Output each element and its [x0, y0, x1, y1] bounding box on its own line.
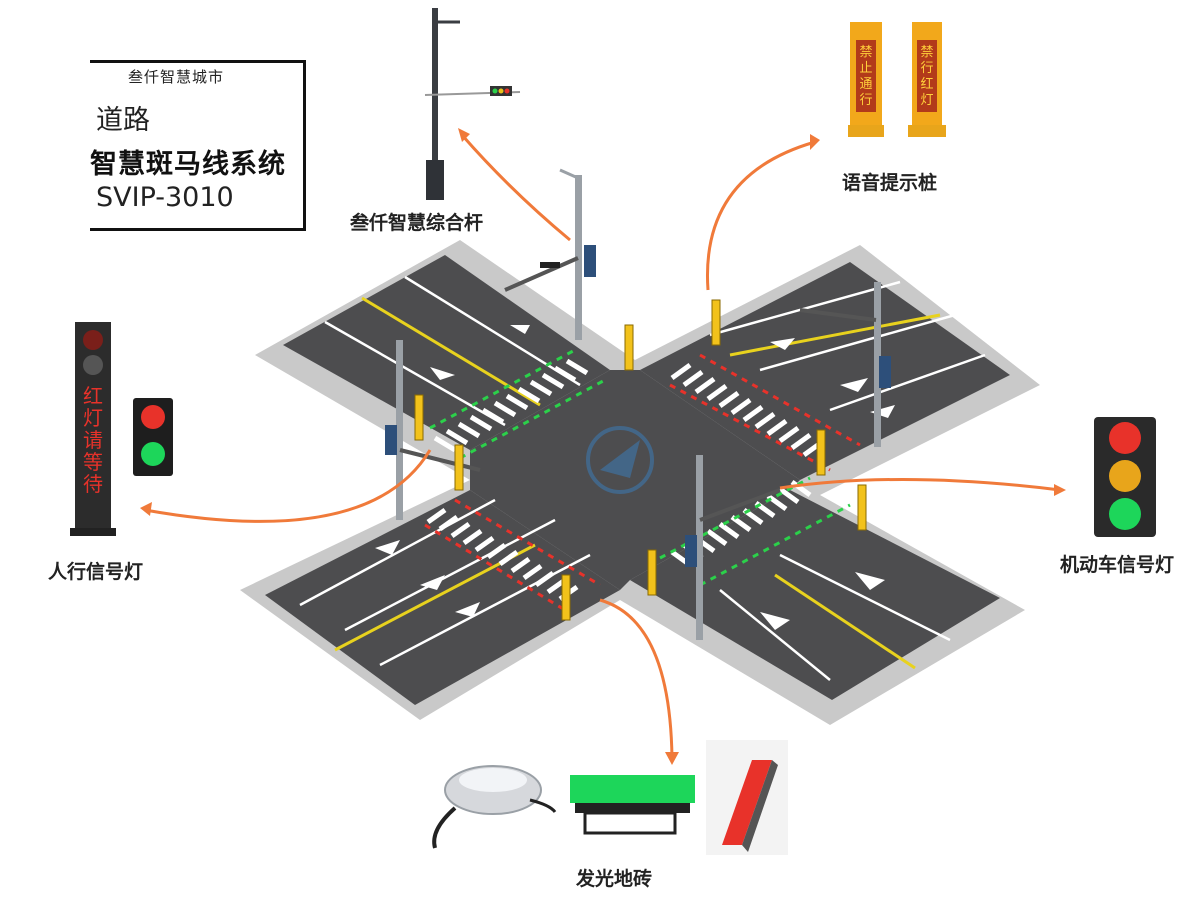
- label-smart-pole: 叁仟智慧综合杆: [350, 212, 484, 234]
- crosswalk-east: [670, 362, 824, 458]
- crosswalk-west-lights: [424, 498, 601, 612]
- label-pedestrian-signal: 人行信号灯: [48, 561, 144, 583]
- smart-pole-west: [385, 340, 481, 520]
- voice-piles: [414, 299, 867, 621]
- integrated-pole-illustration: [424, 8, 521, 200]
- model-number: SVIP-3010: [96, 182, 234, 213]
- crosswalk-north: [433, 358, 589, 453]
- voice-pile-sign-text-2: 禁行红灯: [920, 45, 934, 108]
- voice-pile-product-2: [908, 22, 946, 137]
- ground-light-strip: [706, 740, 788, 855]
- smart-pole-east: [799, 282, 891, 447]
- pedestrian-signal-head: [133, 398, 173, 476]
- pedestrian-sign-text: 红灯请等待: [83, 384, 103, 496]
- lane-lines: [299, 275, 986, 681]
- brand-subtitle: 叁仟智慧城市: [128, 68, 225, 86]
- smart-pole-north: [504, 168, 596, 340]
- title-frame: [90, 60, 306, 231]
- pointer-arrows: [144, 134, 1061, 759]
- vehicle-signal-head: [1094, 417, 1156, 537]
- label-ground-light: 发光地砖: [576, 868, 653, 890]
- label-voice-pile: 语音提示桩: [842, 172, 938, 194]
- smart-pole-south: [685, 455, 781, 640]
- label-vehicle-signal: 机动车信号灯: [1060, 554, 1175, 576]
- pedestrian-signal-tower: [70, 322, 116, 536]
- title-road: 道路: [96, 105, 150, 136]
- pointer-arrowheads: [140, 128, 1066, 765]
- page-title: 智慧斑马线系统: [90, 149, 286, 180]
- voice-pile-sign-text-1: 禁止通行: [859, 45, 873, 108]
- ground-light-square: [570, 775, 695, 835]
- crosswalk-north-lights: [429, 348, 606, 460]
- voice-pile-product-1: [848, 22, 884, 137]
- ground-light-round: [432, 765, 557, 849]
- road-surface: [265, 255, 1010, 705]
- road-arrows: [375, 325, 895, 630]
- watermark-logo: [586, 426, 654, 494]
